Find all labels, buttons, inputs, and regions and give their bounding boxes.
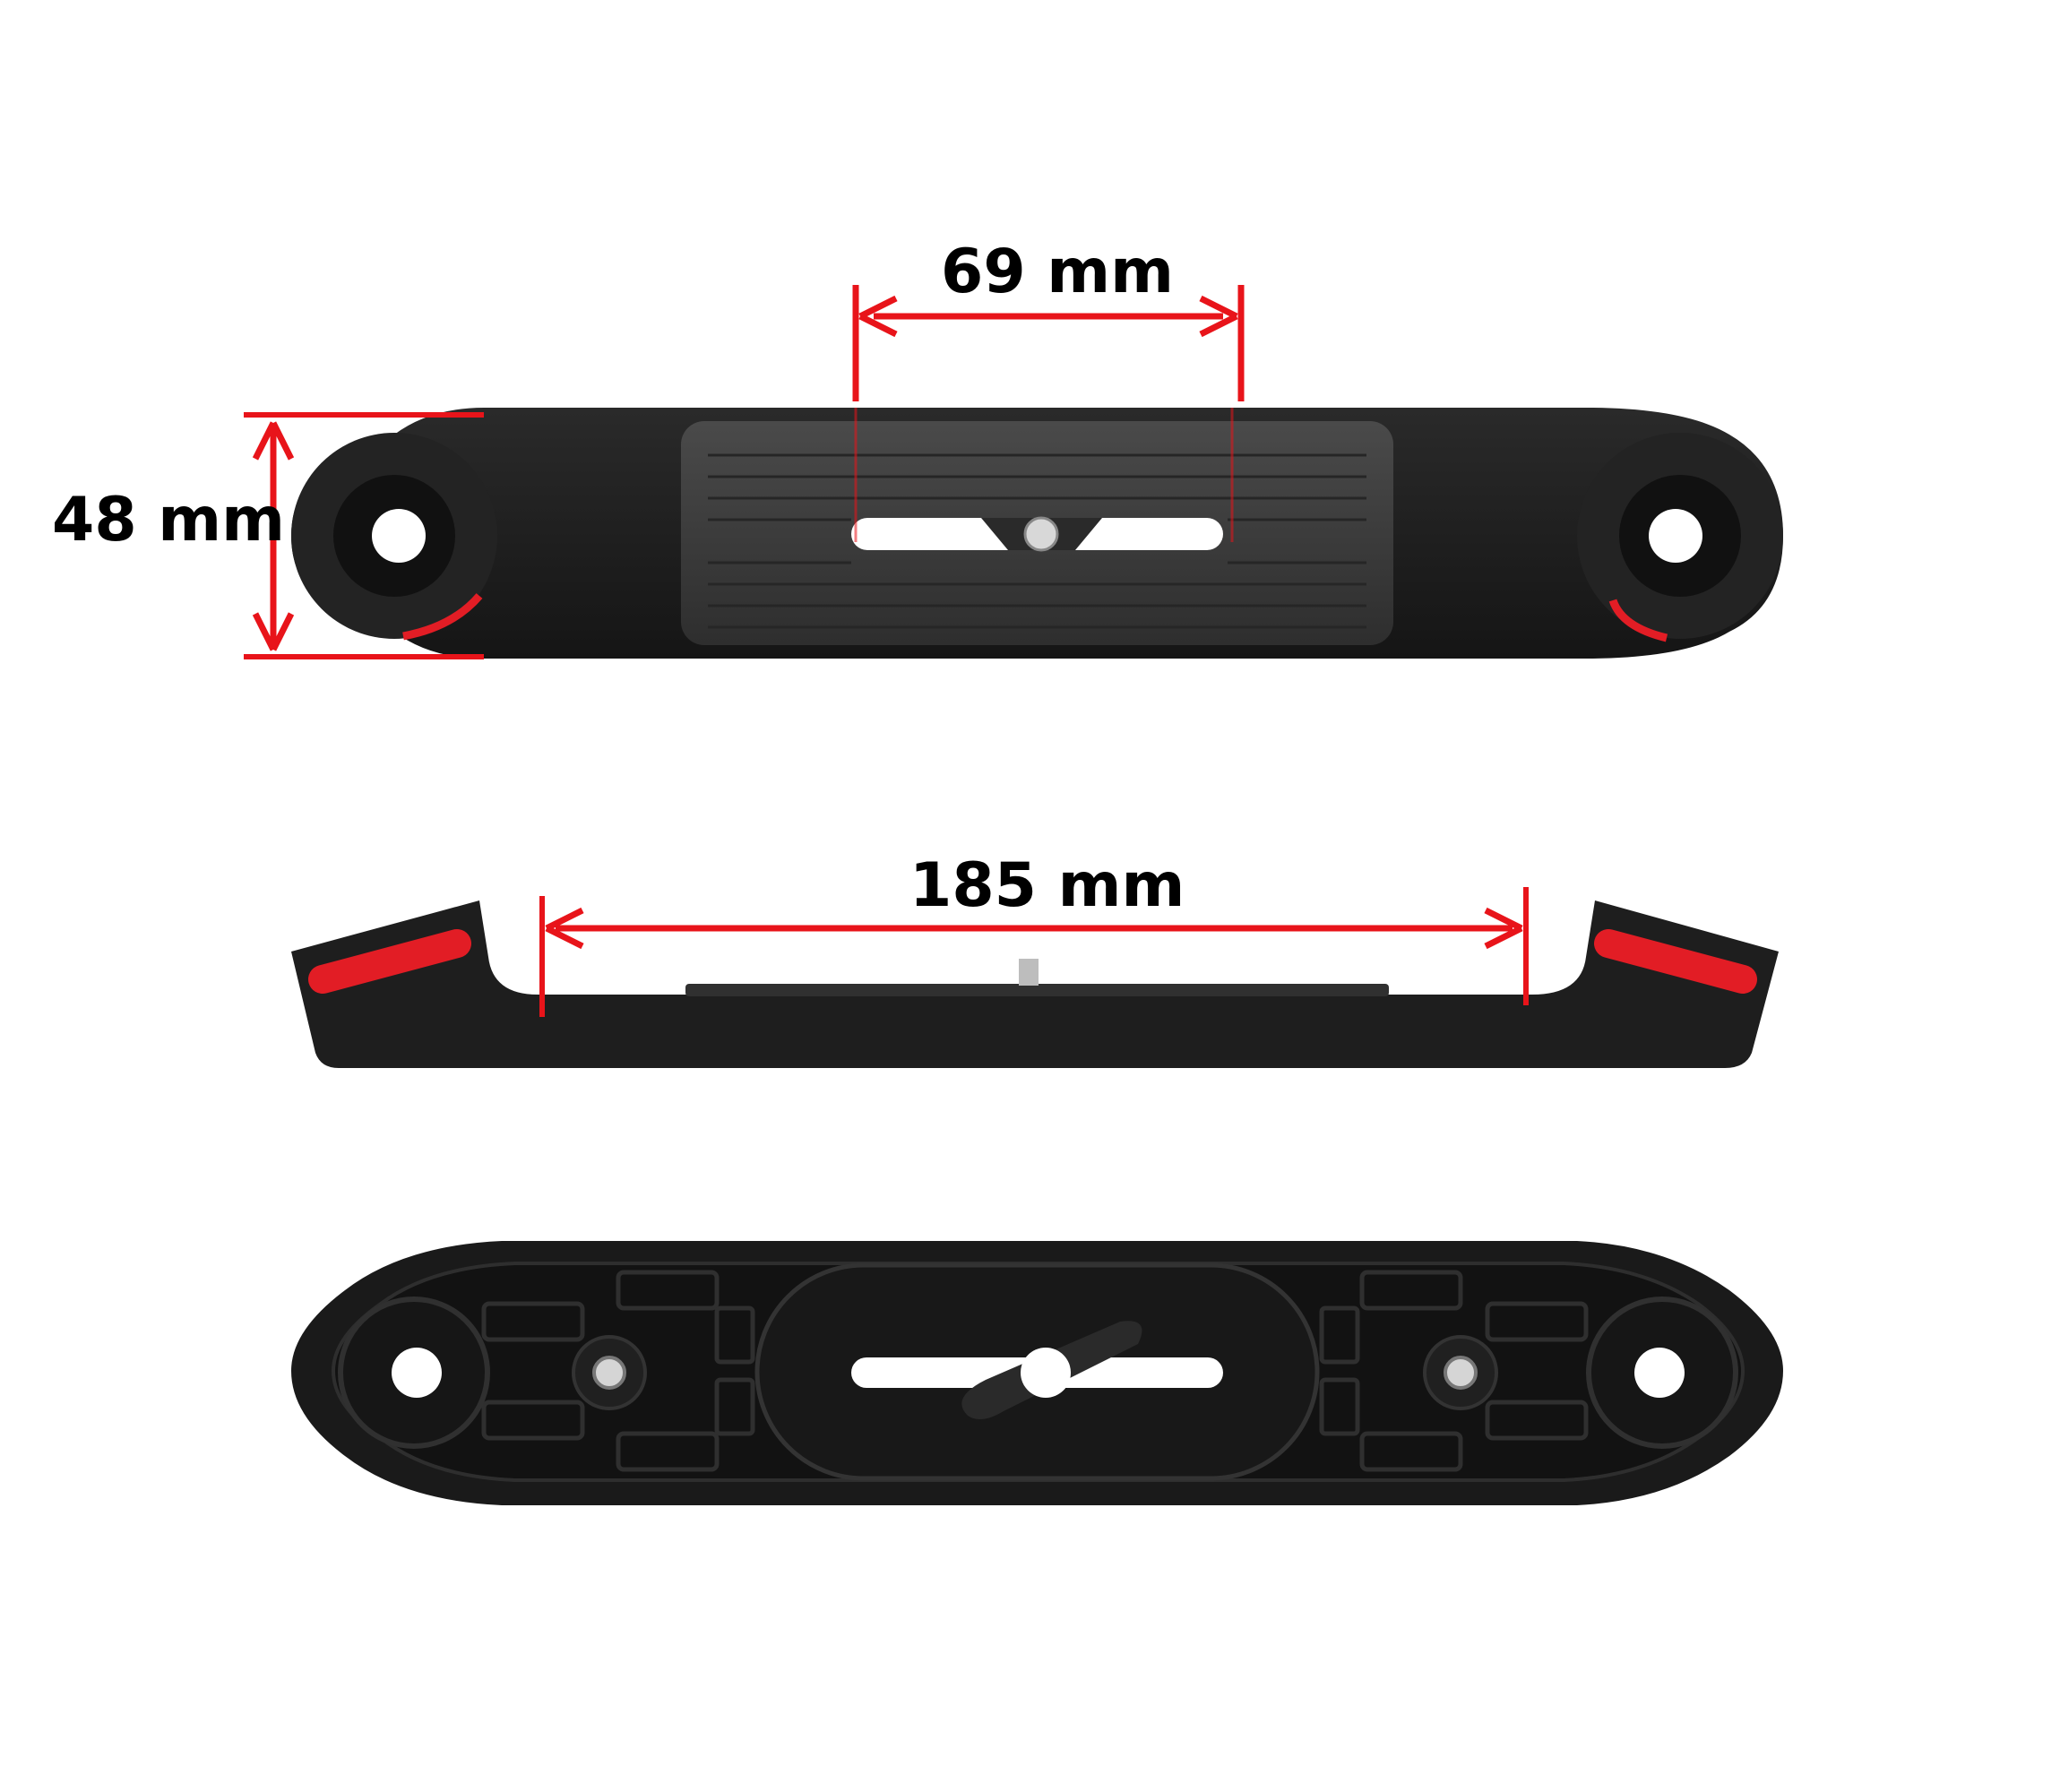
dimension-length <box>539 887 1529 1017</box>
top-view-right-red-accent <box>1608 599 1668 642</box>
bottom-view-right-screw <box>1444 1356 1478 1390</box>
bottom-view-left-knob-hole <box>392 1348 442 1398</box>
side-view-left-red-pin <box>308 929 471 994</box>
bottom-view-bracket <box>291 1241 1783 1505</box>
top-view-left-red-accent <box>402 593 483 641</box>
height-dimension-label: 48 mm <box>52 485 286 556</box>
top-view-left-knob-hole <box>372 509 426 563</box>
bottom-view-ribs <box>481 1270 1589 1472</box>
dimension-height <box>244 412 484 659</box>
bottom-view-center-hole <box>1021 1348 1071 1398</box>
side-view-screw <box>1019 959 1039 986</box>
bottom-view-right-knob-hole <box>1634 1348 1685 1398</box>
top-view-screw <box>1023 516 1059 552</box>
side-view-body <box>291 900 1779 1068</box>
top-view-bracket <box>291 408 1783 659</box>
top-view-right-knob-hole <box>1649 509 1702 563</box>
dimension-width <box>852 285 1245 542</box>
bottom-view-left-screw <box>592 1356 626 1390</box>
width-dimension-label: 69 mm <box>941 237 1175 307</box>
side-view-bracket <box>291 900 1779 1068</box>
side-view-mount-plate <box>685 984 1389 996</box>
top-view-plate-ridges <box>708 453 1366 629</box>
side-view-right-red-pin <box>1594 929 1757 994</box>
length-dimension-label: 185 mm <box>909 850 1185 921</box>
